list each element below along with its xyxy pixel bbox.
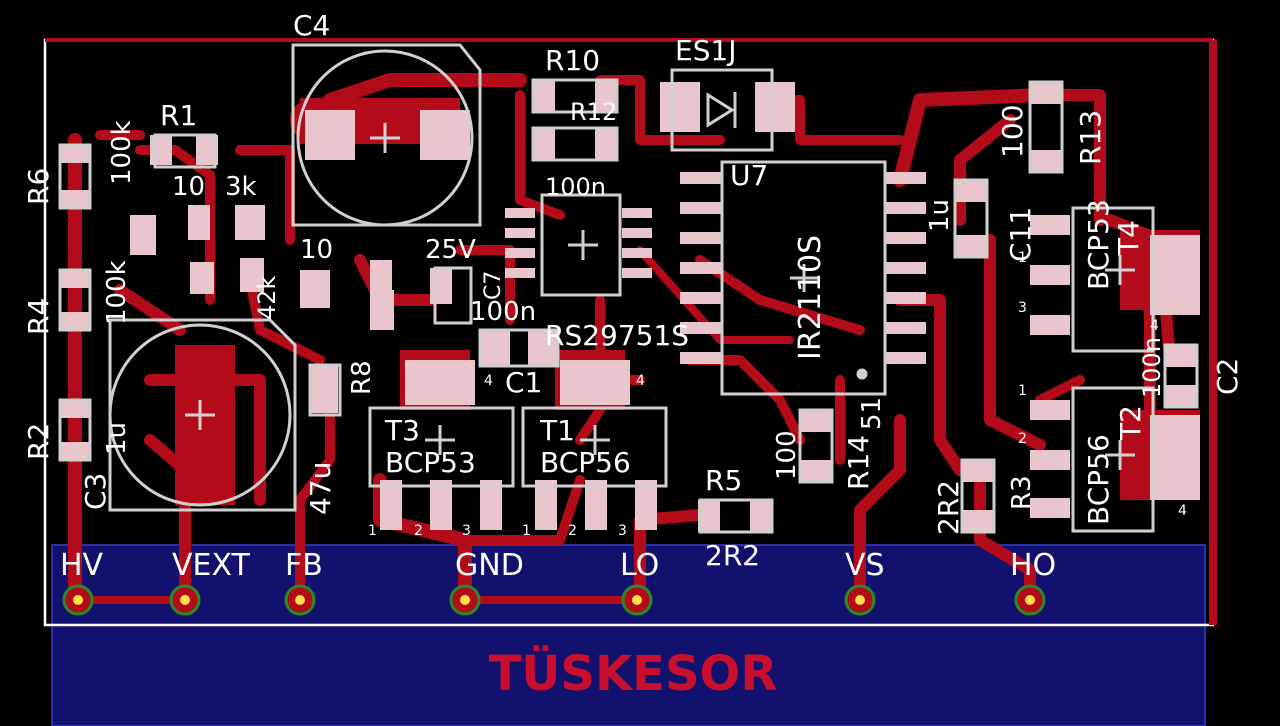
pin-t3-1: 1 [368, 523, 377, 539]
label-es1j: ES1J [675, 34, 737, 67]
label-rs29751s: RS29751S [545, 319, 689, 352]
label-r5: R5 [705, 464, 742, 497]
label-v100n-r10: 100n [545, 173, 606, 201]
label-bcp53-t3: BCP53 [385, 446, 476, 479]
label-v100n-c2: 100n [1138, 337, 1166, 398]
label-c2: C2 [1211, 358, 1244, 395]
label-v10-r1: 10 [172, 172, 205, 202]
label-r10: R10 [545, 44, 600, 77]
label-v3k: 3k [225, 172, 257, 202]
label-v100k-r4: 100k [102, 260, 132, 325]
label-r5-val: 2R2 [705, 539, 760, 572]
label-c1: C1 [505, 366, 542, 399]
label-c7: C7 [481, 271, 506, 300]
pin-c1-a: 4 [484, 373, 493, 389]
label-r3: R3 [1007, 475, 1037, 510]
label-v1u-c3: 1u [102, 422, 132, 455]
via-fb[interactable] [284, 584, 316, 616]
connector-vias [62, 584, 1046, 616]
pin-t2-4: 4 [1178, 503, 1187, 519]
pin-t4-1: 1 [1018, 250, 1027, 266]
pin-t1-1: 1 [522, 523, 531, 539]
label-v47u: 47u [304, 462, 337, 515]
label-u7: U7 [730, 159, 768, 192]
smd-pads [60, 80, 1200, 532]
via-gnd[interactable] [449, 584, 481, 616]
label-bcp53-t4: BCP53 [1082, 199, 1115, 290]
pin-t2-2: 2 [1018, 431, 1027, 447]
label-v100-r13: 100 [996, 105, 1029, 158]
component-labels: C4 R10 ES1J R1 3k 10 R12 100n U7 RS29751… [22, 9, 1244, 572]
via-hv[interactable] [62, 584, 94, 616]
connector-keepout-area [51, 544, 1206, 726]
connector-label-vs: VS [845, 548, 885, 583]
brand-text: TÜSKESOR [489, 645, 778, 702]
connector-label-vext: VEXT [172, 548, 251, 583]
connector-labels: HV VEXT FB GND LO VS HO [60, 548, 1056, 583]
label-r2: R2 [22, 423, 55, 460]
label-r14: R14 [842, 435, 875, 490]
label-c11-val: 1u [925, 199, 955, 232]
label-v42k: 42k [253, 275, 281, 320]
label-c3: C3 [79, 473, 112, 510]
pin-t1-2: 2 [568, 523, 577, 539]
label-c4: C4 [293, 9, 330, 42]
label-r3-val: 2R2 [932, 480, 965, 535]
label-r1: R1 [160, 99, 197, 132]
label-bcp56-t2: BCP56 [1082, 434, 1115, 525]
label-v100n-c1: 100n [470, 297, 536, 327]
label-r12: R12 [570, 98, 617, 126]
pin-t3-3: 3 [462, 523, 471, 539]
label-t4: T4 [1112, 220, 1145, 256]
label-ir2110s: IR2110S [793, 235, 828, 360]
label-c11: C11 [1004, 207, 1037, 262]
label-v25v: 25V [425, 235, 476, 265]
via-ho[interactable] [1014, 584, 1046, 616]
pin-t3-2: 2 [414, 523, 423, 539]
connector-label-gnd: GND [455, 548, 524, 583]
pin-c1-b: 4 [636, 373, 645, 389]
connector-label-lo: LO [620, 548, 659, 583]
label-r8: R8 [347, 360, 377, 395]
pin-t4-4: 4 [1150, 318, 1159, 334]
label-v51: 51 [857, 397, 887, 430]
via-vext[interactable] [169, 584, 201, 616]
silkscreen-outlines [58, 43, 1199, 534]
label-r4: R4 [22, 298, 55, 335]
pin-t2-1: 1 [1018, 383, 1027, 399]
label-v10r: 10 [300, 235, 333, 265]
label-v100k: 100k [107, 120, 137, 185]
via-lo[interactable] [621, 584, 653, 616]
label-t1: T1 [539, 414, 575, 447]
via-vs[interactable] [844, 584, 876, 616]
label-r14-val: 100 [772, 430, 802, 480]
label-bcp56-t1: BCP56 [540, 446, 631, 479]
pin-t1-3: 3 [618, 523, 627, 539]
pin-t4-3: 3 [1018, 300, 1027, 316]
pin-numbers: 1 2 3 1 2 3 4 4 1 3 4 1 2 4 [368, 250, 1187, 539]
connector-label-hv: HV [60, 548, 104, 583]
label-t3: T3 [384, 414, 420, 447]
connector-label-ho: HO [1010, 548, 1056, 583]
label-r6: R6 [22, 168, 55, 205]
label-r13: R13 [1074, 110, 1107, 165]
label-t2: T2 [1114, 405, 1147, 441]
connector-label-fb: FB [285, 548, 323, 583]
